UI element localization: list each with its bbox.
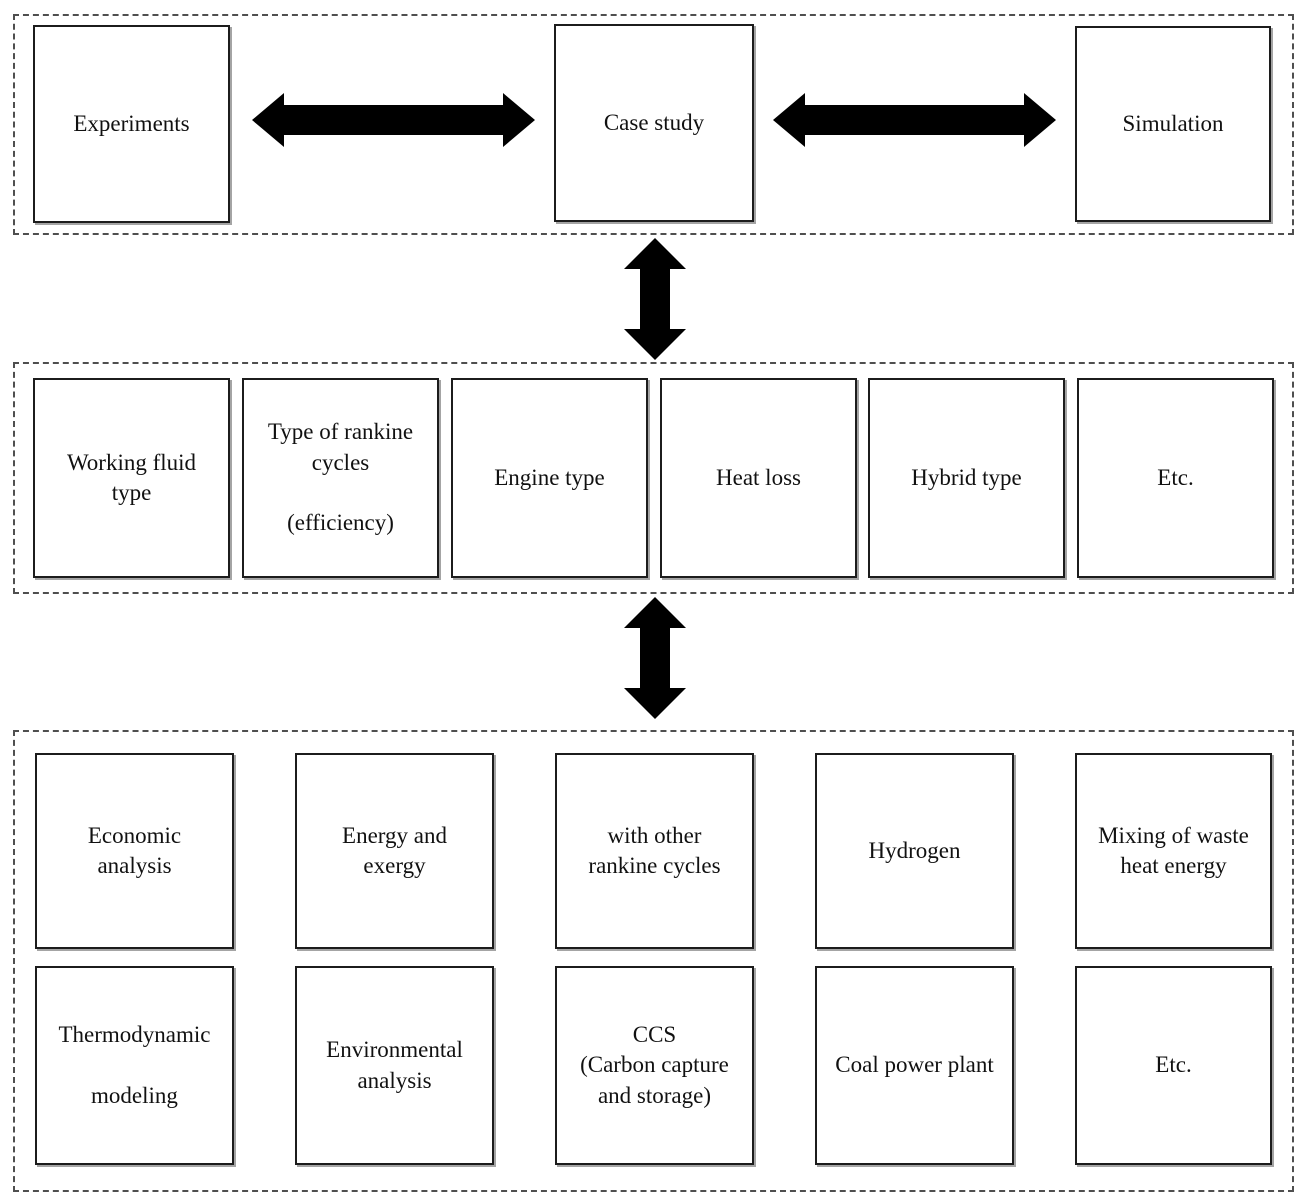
hydrogen-label: Hydrogen xyxy=(868,837,961,863)
simulation-box: Simulation xyxy=(1075,26,1271,222)
energy-exergy-label: Energy and exergy xyxy=(342,822,447,878)
other-rankine-cycles-box: with other rankine cycles xyxy=(555,753,754,949)
rankine-cycle-type-label: Type of rankine cycles (efficiency) xyxy=(267,419,414,536)
environmental-analysis-box: Environmental analysis xyxy=(295,966,494,1165)
hybrid-type-box: Hybrid type xyxy=(868,378,1065,578)
double-arrow-up-down-icon xyxy=(624,238,686,360)
double-arrow-left-right-icon xyxy=(773,93,1056,147)
heat-loss-box: Heat loss xyxy=(660,378,857,578)
ccs-label: CCS (Carbon capture and storage) xyxy=(580,1021,729,1108)
engine-type-box: Engine type xyxy=(451,378,648,578)
economic-analysis-label: Economic analysis xyxy=(87,822,182,878)
energy-exergy-box: Energy and exergy xyxy=(295,753,494,949)
case-study-label: Case study xyxy=(603,109,705,135)
waste-heat-mixing-label: Mixing of waste heat energy xyxy=(1098,822,1249,878)
working-fluid-type-box: Working fluid type xyxy=(33,378,230,578)
coal-power-plant-box: Coal power plant xyxy=(815,966,1014,1165)
bottom-etc-label: Etc. xyxy=(1155,1052,1192,1078)
waste-heat-mixing-box: Mixing of waste heat energy xyxy=(1075,753,1272,949)
coal-power-plant-label: Coal power plant xyxy=(835,1052,994,1078)
simulation-label: Simulation xyxy=(1122,110,1224,136)
working-fluid-type-label: Working fluid type xyxy=(66,449,197,505)
experiments-label: Experiments xyxy=(73,110,190,136)
other-rankine-cycles-label: with other rankine cycles xyxy=(588,822,721,878)
thermodynamic-modeling-box: Thermodynamic modeling xyxy=(35,966,234,1165)
ccs-box: CCS (Carbon capture and storage) xyxy=(555,966,754,1165)
heat-loss-label: Heat loss xyxy=(716,464,801,490)
environmental-analysis-label: Environmental analysis xyxy=(326,1037,463,1093)
middle-etc-label: Etc. xyxy=(1157,464,1194,490)
thermodynamic-modeling-label: Thermodynamic modeling xyxy=(58,1021,211,1108)
rankine-cycle-type-box: Type of rankine cycles (efficiency) xyxy=(242,378,439,578)
bottom-etc-box: Etc. xyxy=(1075,966,1272,1165)
double-arrow-up-down-icon xyxy=(624,597,686,719)
middle-etc-box: Etc. xyxy=(1077,378,1274,578)
experiments-box: Experiments xyxy=(33,25,230,223)
engine-type-label: Engine type xyxy=(494,464,605,490)
hydrogen-box: Hydrogen xyxy=(815,753,1014,949)
double-arrow-left-right-icon xyxy=(252,93,535,147)
hybrid-type-label: Hybrid type xyxy=(911,464,1022,490)
economic-analysis-box: Economic analysis xyxy=(35,753,234,949)
case-study-box: Case study xyxy=(554,24,754,222)
